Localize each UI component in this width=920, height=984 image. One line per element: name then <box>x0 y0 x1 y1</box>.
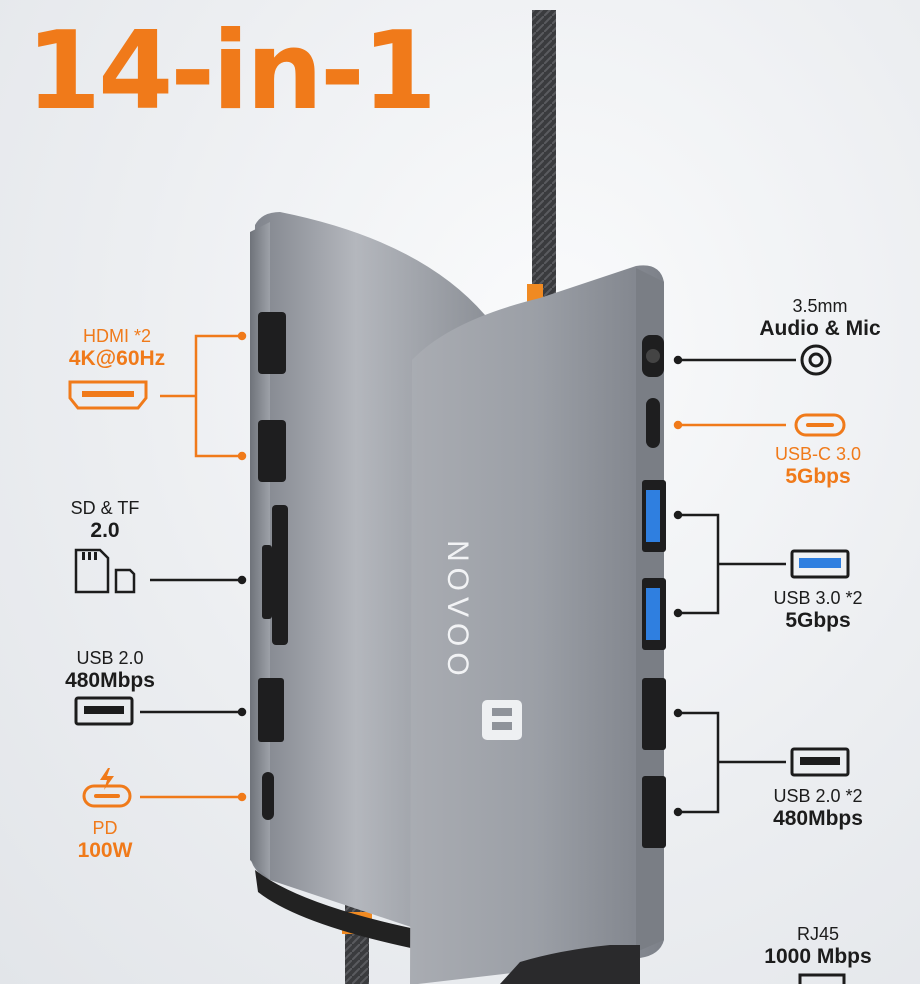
pd-label: PD 100W <box>77 818 133 862</box>
sd-connector-line <box>150 575 247 585</box>
hub-right <box>410 265 666 984</box>
usb-c-port <box>646 398 660 448</box>
hdmi-icon <box>68 380 148 410</box>
usb20-left-port <box>258 678 284 742</box>
usb-a-right-icon <box>790 747 850 777</box>
usb-a-icon <box>74 696 134 726</box>
usb20-right-label: USB 2.0 *2 480Mbps <box>773 786 863 830</box>
sd-tf-label: SD & TF 2.0 <box>70 498 140 542</box>
audio-connector-line <box>673 355 796 365</box>
usb20-left-connector-line <box>140 707 247 717</box>
audio-jack-icon <box>800 344 832 376</box>
pd-usb-c-icon <box>82 768 132 808</box>
hdmi-connector-lines <box>160 331 247 461</box>
usb30-label: USB 3.0 *2 5Gbps <box>773 588 863 632</box>
usb3-icon <box>790 549 850 579</box>
brand-name: NOVOO <box>441 540 474 682</box>
pd-port <box>262 772 274 820</box>
hdmi-label: HDMI *2 4K@60Hz <box>68 326 166 370</box>
pd-connector-line <box>140 792 247 802</box>
usbc30-label: USB-C 3.0 5Gbps <box>774 444 862 488</box>
rj45-port <box>500 945 640 984</box>
usb-c-icon <box>794 413 846 437</box>
usb20-right-port-2 <box>642 776 666 848</box>
sd-card-icon <box>74 548 136 594</box>
usb20-right-connector-lines <box>673 708 786 817</box>
sd-slot <box>272 505 288 645</box>
usbc-connector-line <box>673 420 786 430</box>
usb30-connector-lines <box>673 510 786 618</box>
hdmi-port-2 <box>258 312 286 374</box>
usb20-left-label: USB 2.0 480Mbps <box>65 648 155 692</box>
brand-logo-mark <box>482 700 522 740</box>
audio-label: 3.5mm Audio & Mic <box>759 296 881 340</box>
cable-top <box>532 10 556 300</box>
rj45-icon <box>798 973 846 984</box>
usb20-right-port-1 <box>642 678 666 750</box>
rj45-label: RJ45 1000 Mbps <box>764 924 872 968</box>
headline: 14-in-1 <box>26 9 437 134</box>
hdmi-port-1 <box>258 420 286 482</box>
tf-slot <box>262 545 272 619</box>
